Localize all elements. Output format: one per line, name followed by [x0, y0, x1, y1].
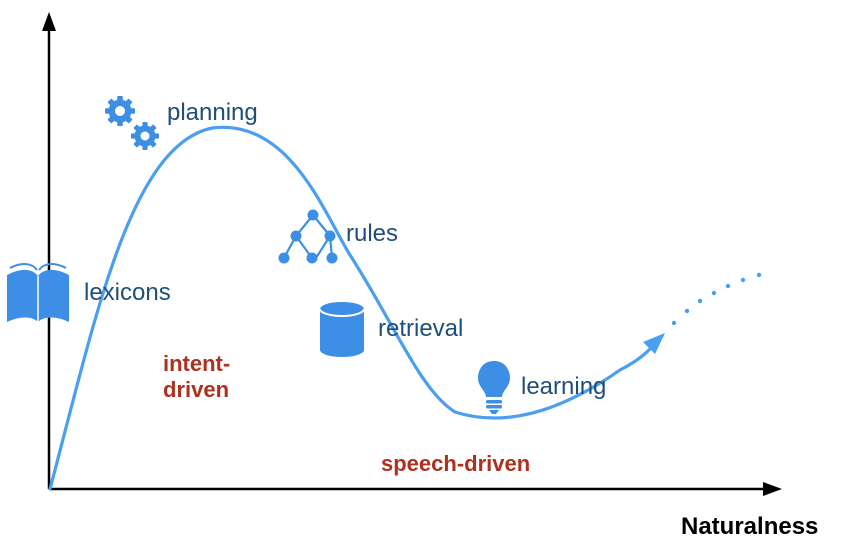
intent-driven-line1: intent- [163, 351, 231, 376]
gears-icon [105, 96, 159, 150]
database-icon [319, 302, 365, 357]
planning-label: planning [167, 99, 258, 126]
y-axis-arrowhead [42, 12, 56, 31]
axes [42, 12, 782, 496]
tree-icon [278, 209, 338, 264]
rules-label: rules [346, 220, 399, 247]
lightbulb-icon [478, 361, 510, 414]
naturalness-curve [48, 125, 664, 491]
retrieval-label: retrieval [378, 315, 464, 342]
x-axis-arrowhead [763, 482, 782, 496]
curve-dotted-continuation [671, 272, 762, 326]
intent-driven-line2: driven [163, 376, 230, 402]
x-axis-title: Naturalness [681, 513, 819, 540]
speech-driven-label: speech-driven [381, 451, 531, 476]
book-icon [7, 263, 69, 322]
intent-driven-label: intent- driven [163, 351, 230, 403]
learning-label: learning [521, 373, 607, 400]
curve-arrowhead [643, 333, 665, 354]
lexicons-label: lexicons [84, 279, 171, 306]
